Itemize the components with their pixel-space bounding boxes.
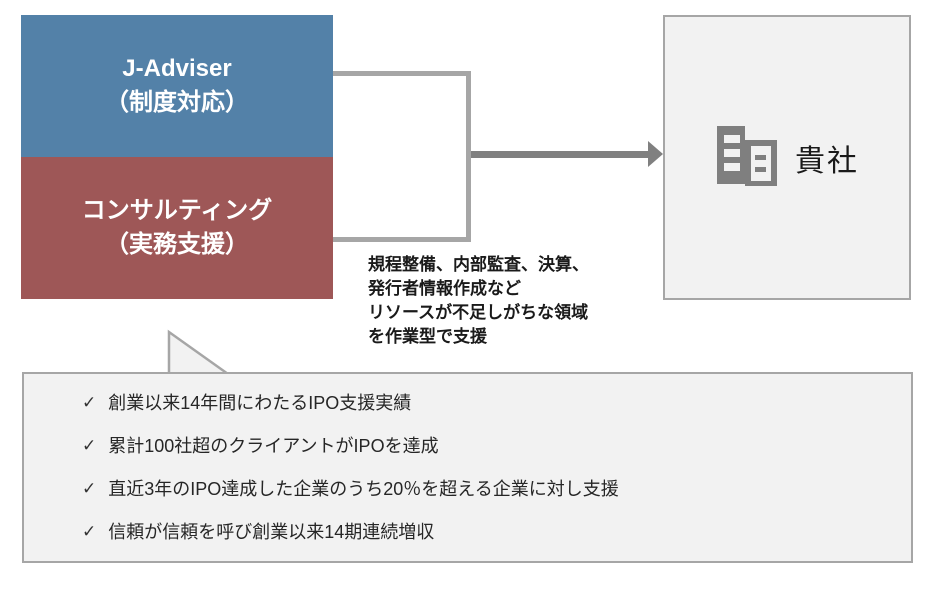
achievement-text: 信頼が信頼を呼び創業以来14期連続増収 xyxy=(108,522,435,542)
achievement-text: 創業以来14年間にわたるIPO支援実績 xyxy=(108,393,412,413)
check-icon: ✓ xyxy=(82,393,97,412)
client-label: 貴社 xyxy=(795,144,859,178)
annotation-text: 規程整備、内部監査、決算、 発行者情報作成など リソースが不足しがちな領域 を作… xyxy=(368,253,668,349)
achievement-text: 累計100社超のクライアントがIPOを達成 xyxy=(108,436,439,456)
jadviser-box: J-Adviser （制度対応） xyxy=(21,15,333,157)
check-icon: ✓ xyxy=(82,522,97,541)
jadviser-subtitle: （制度対応） xyxy=(105,89,249,116)
check-icon: ✓ xyxy=(82,436,97,455)
list-item: ✓ 直近3年のIPO達成した企業のうち20％を超える企業に対し支援 xyxy=(82,476,911,502)
annotation-line: 発行者情報作成など xyxy=(368,279,521,298)
consulting-subtitle: （実務支援） xyxy=(105,231,249,258)
client-box: 貴社 xyxy=(663,15,911,300)
annotation-line: 規程整備、内部監査、決算、 xyxy=(368,255,589,274)
company-building-icon xyxy=(715,124,777,191)
consulting-title: コンサルティング xyxy=(81,197,273,224)
consulting-box: コンサルティング （実務支援） xyxy=(21,157,333,299)
arrow-head-icon xyxy=(648,141,663,167)
bracket-bottom-line xyxy=(333,237,471,242)
list-item: ✓ 創業以来14年間にわたるIPO支援実績 xyxy=(82,390,911,416)
callout-pointer xyxy=(167,329,229,376)
jadviser-title: J-Adviser xyxy=(122,55,232,82)
annotation-line: リソースが不足しがちな領域 xyxy=(368,303,589,322)
arrow-shaft xyxy=(471,151,649,158)
provider-box: J-Adviser （制度対応） コンサルティング （実務支援） xyxy=(21,15,333,299)
achievements-panel: ✓ 創業以来14年間にわたるIPO支援実績 ✓ 累計100社超のクライアントがI… xyxy=(22,372,913,563)
list-item: ✓ 信頼が信頼を呼び創業以来14期連続増収 xyxy=(82,519,911,545)
check-icon: ✓ xyxy=(82,479,97,498)
bracket-vertical-line xyxy=(466,71,471,242)
list-item: ✓ 累計100社超のクライアントがIPOを達成 xyxy=(82,433,911,459)
achievement-text: 直近3年のIPO達成した企業のうち20％を超える企業に対し支援 xyxy=(108,479,619,499)
annotation-line: を作業型で支援 xyxy=(368,327,487,346)
bracket-top-line xyxy=(333,71,471,76)
